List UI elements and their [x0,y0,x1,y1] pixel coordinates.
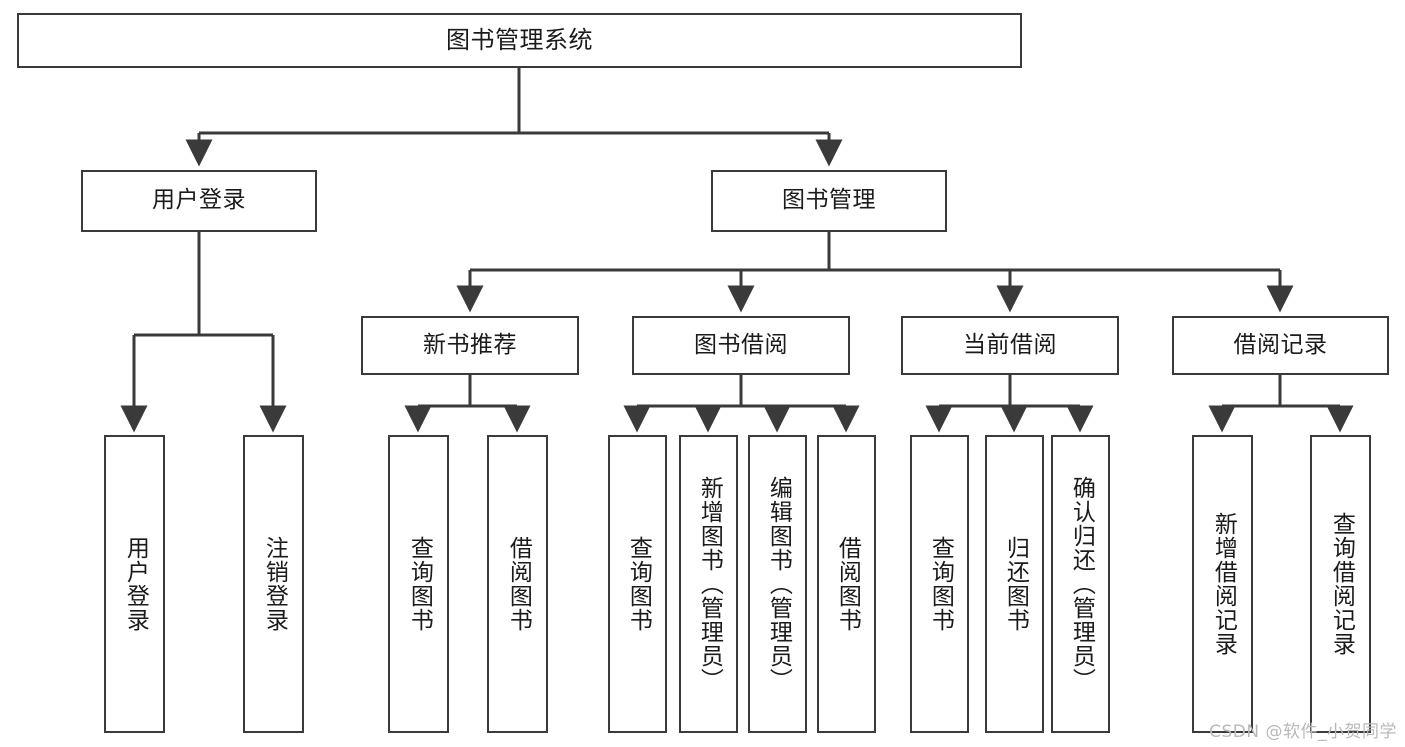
leaf-logout[interactable]: 注销登录 [243,435,304,733]
leaf-add-book-admin[interactable]: 新增图书（管理员） [679,435,738,733]
node-label: 借阅图书 [505,536,532,632]
node-label: 图书借阅 [694,331,788,358]
node-label: 新书推荐 [423,331,517,358]
node-book-management[interactable]: 图书管理 [711,170,947,232]
leaf-edit-book-admin[interactable]: 编辑图书（管理员） [748,435,807,733]
leaf-query-book-current[interactable]: 查询图书 [910,435,969,733]
node-label: 归还图书 [1002,536,1029,632]
leaf-user-login[interactable]: 用户登录 [104,435,165,733]
node-label: 借阅图书 [834,536,861,632]
node-label: 用户登录 [152,187,246,214]
leaf-add-borrow-record[interactable]: 新增借阅记录 [1192,435,1253,733]
node-label: 注销登录 [261,536,288,632]
leaf-query-book-borrow[interactable]: 查询图书 [608,435,667,733]
node-label: 图书管理 [782,187,876,214]
node-label: 查询图书 [625,536,652,632]
node-current-borrow[interactable]: 当前借阅 [901,316,1119,375]
node-book-borrow[interactable]: 图书借阅 [632,316,850,375]
leaf-borrow-book[interactable]: 借阅图书 [817,435,876,733]
node-label: 借阅记录 [1233,331,1328,358]
node-new-book-recommend[interactable]: 新书推荐 [361,316,579,375]
leaf-borrow-book-new[interactable]: 借阅图书 [487,435,548,733]
leaf-query-book-new[interactable]: 查询图书 [388,435,449,733]
leaf-query-borrow-record[interactable]: 查询借阅记录 [1310,435,1371,733]
leaf-return-book[interactable]: 归还图书 [985,435,1044,733]
node-label: 用户登录 [122,536,149,632]
node-user-login[interactable]: 用户登录 [81,170,317,232]
node-label: 查询图书 [406,536,433,632]
node-label: 图书管理系统 [446,26,593,55]
node-label: 查询借阅记录 [1328,512,1355,656]
node-root-system[interactable]: 图书管理系统 [17,13,1022,68]
leaf-confirm-return-admin[interactable]: 确认归还（管理员） [1051,435,1110,733]
node-label: 确认归还（管理员） [1068,476,1095,692]
node-label: 当前借阅 [963,331,1057,358]
node-label: 新增借阅记录 [1210,512,1237,656]
node-label: 查询图书 [927,536,954,632]
node-label: 编辑图书（管理员） [765,476,792,692]
node-borrow-record[interactable]: 借阅记录 [1172,316,1389,375]
node-label: 新增图书（管理员） [696,476,723,692]
